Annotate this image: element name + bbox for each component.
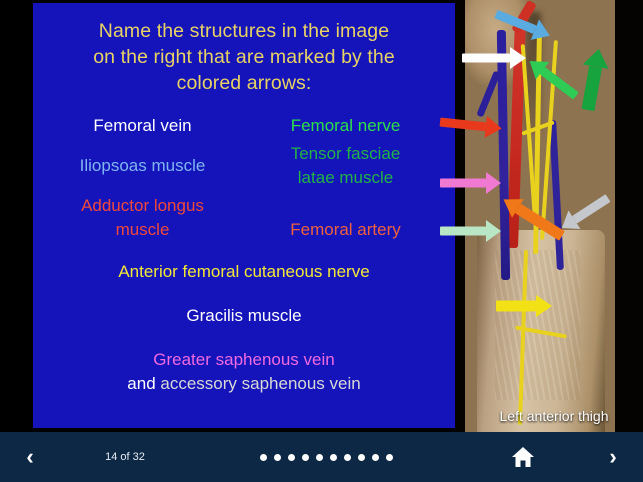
answer-tfl-line-2: latae muscle	[297, 168, 394, 187]
slide-dot[interactable]	[274, 453, 281, 461]
page-indicator: 14 of 32	[105, 451, 145, 463]
navigation-toolbar: ‹ 14 of 32 ›	[0, 432, 643, 482]
slide-dots[interactable]	[190, 453, 463, 461]
answer-femoral-artery: Femoral artery	[290, 220, 401, 239]
slide-dot[interactable]	[330, 453, 337, 461]
answer-accessory-and: and	[127, 374, 161, 393]
slide-title-line-2: on the right that are marked by the	[93, 46, 395, 68]
next-slide-button[interactable]: ›	[609, 444, 617, 469]
answer-grid: Femoral vein Femoral nerve Iliopsoas mus…	[41, 112, 447, 244]
answer-femoral-vein: Femoral vein	[93, 116, 192, 135]
slide-text-content: Name the structures in the image on the …	[33, 3, 455, 428]
slide-dot[interactable]	[358, 453, 365, 461]
home-icon	[512, 447, 534, 467]
slide-dot[interactable]	[316, 453, 323, 461]
answer-femoral-nerve: Femoral nerve	[290, 116, 401, 135]
slide-title-line-1: Name the structures in the image	[98, 20, 390, 42]
answer-adductor-line-1: Adductor longus	[81, 196, 204, 215]
answer-adductor-longus-muscle: Adductor longus muscle	[41, 192, 244, 244]
slide-background	[33, 3, 455, 428]
anatomy-photograph: Left anterior thigh	[455, 0, 643, 432]
photo-caption: Left anterior thigh	[499, 408, 609, 424]
home-button[interactable]	[463, 446, 583, 468]
answer-tensor-fasciae-latae-muscle: Tensor fasciae latae muscle	[244, 140, 447, 192]
slide-area: Name the structures in the image on the …	[33, 0, 643, 432]
slide-dot[interactable]	[372, 453, 379, 461]
answer-gracilis-muscle: Gracilis muscle	[186, 306, 302, 325]
slide-dot[interactable]	[260, 453, 267, 461]
previous-slide-button[interactable]: ‹	[26, 444, 34, 469]
answer-accessory-text: accessory saphenous vein	[160, 374, 361, 393]
answer-iliopsoas-muscle: Iliopsoas muscle	[79, 156, 206, 175]
slide-dot[interactable]	[344, 453, 351, 461]
answer-greater-saphenous-vein: Greater saphenous vein	[153, 350, 335, 369]
slide-dot[interactable]	[288, 453, 295, 461]
slide-dot[interactable]	[386, 453, 393, 461]
slide-title: Name the structures in the image on the …	[41, 18, 447, 96]
answer-tfl-line-1: Tensor fasciae	[290, 144, 401, 163]
answer-anterior-femoral-cutaneous-nerve: Anterior femoral cutaneous nerve	[118, 262, 370, 281]
answer-accessory-saphenous-vein: and accessory saphenous vein	[41, 372, 447, 396]
slide-dot[interactable]	[302, 453, 309, 461]
slide-title-line-3: colored arrows:	[176, 72, 312, 94]
answer-adductor-line-2: muscle	[115, 220, 170, 239]
